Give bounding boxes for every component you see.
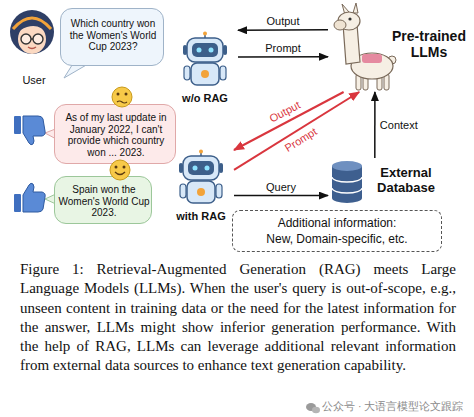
wechat-icon (306, 403, 320, 413)
edge-label: Output (266, 16, 299, 27)
flow-arrow (234, 92, 359, 170)
glasses-bridge (31, 38, 33, 39)
node-text: Additional information: (233, 217, 441, 231)
node-text: with RAG (168, 210, 234, 223)
flow-arrow (238, 56, 328, 58)
antenna-tip (203, 32, 207, 36)
robot-head (187, 38, 223, 62)
llama-ear (353, 3, 358, 13)
node-text: As of my last update in January 2022, I … (59, 112, 173, 158)
robot-eye (193, 166, 198, 171)
glasses-lens (21, 34, 31, 44)
answer-bubble: As of my last update in January 2022, I … (54, 104, 176, 164)
thumb-hand (23, 183, 45, 212)
flow-arrow (238, 29, 328, 31)
robot-screen (192, 43, 218, 57)
figure-caption: Figure 1: Retrieval-Augmented Generation… (20, 260, 456, 376)
llama-blanket (362, 54, 382, 63)
emoji-mouth (117, 101, 127, 103)
thumb-hand (23, 116, 45, 145)
emoji-eye (115, 166, 118, 169)
thumbs-up-icon (14, 183, 45, 212)
emoji-eye (125, 93, 128, 96)
edge-label: Output (268, 99, 302, 124)
robot-arm (220, 66, 226, 80)
robot-icon (183, 32, 227, 86)
robot-screen (188, 161, 214, 175)
node-text: Spain won the Women's World Cup 2023. (58, 184, 150, 219)
thumb-cuff (14, 116, 21, 134)
antenna-tip (199, 150, 203, 154)
edge-label: Context (380, 120, 418, 131)
thumb-cuff (14, 194, 21, 212)
node-text: New, Domain-specific, etc. (233, 233, 441, 247)
db-top (332, 161, 362, 171)
db-ring (332, 177, 362, 182)
db-ring (332, 188, 362, 193)
emoji-face (110, 160, 130, 180)
robot-arm (184, 66, 190, 80)
node-text: User (8, 74, 60, 87)
emoji-face (112, 87, 132, 107)
flow-arrow (374, 92, 376, 158)
confused-emoji (112, 87, 132, 107)
robot-body (187, 181, 215, 203)
emoji-eye (123, 166, 126, 169)
robot-body (191, 63, 219, 85)
llama-icon (334, 3, 396, 90)
robot-chest (197, 188, 205, 196)
llm-box: Pre-trained LLMs (328, 8, 470, 92)
glasses-lens (33, 34, 43, 44)
headband (13, 18, 51, 29)
database-icon (332, 161, 362, 203)
node-text: External Database (366, 166, 446, 196)
user-avatar (10, 10, 54, 54)
robot-eye (205, 166, 210, 171)
edge-label: Query (266, 181, 296, 192)
robot-arm (180, 184, 186, 198)
node-text: Which country won the Women's World Cup … (65, 18, 161, 53)
happy-emoji (110, 160, 130, 180)
llama-eye (348, 17, 351, 20)
robot-arm (216, 184, 222, 198)
mouth (28, 47, 36, 49)
emoji-mouth (115, 172, 125, 175)
node-text: Pre-trained LLMs (388, 28, 470, 60)
wechat-bubble (312, 407, 320, 414)
robot-icon (179, 150, 223, 204)
watermark: 公众号 · 大语言模型论文跟踪 (322, 401, 463, 412)
llm-agent: w/o RAG (172, 28, 238, 106)
flow-arrow (234, 195, 328, 197)
edge-label: Prompt (283, 126, 319, 154)
db-bottom (332, 193, 362, 203)
answer-bubble: Spain won the Women's World Cup 2023. (54, 176, 152, 224)
robot-eye (197, 48, 202, 53)
robot-eye (209, 48, 214, 53)
info-box: Additional information: New, Domain-speci… (232, 210, 442, 252)
llm-agent: with RAG (168, 138, 234, 224)
node-text: w/o RAG (172, 92, 238, 105)
llama-snout (334, 20, 346, 30)
emoji-eye (117, 93, 120, 96)
robot-chest (201, 70, 209, 78)
hair (10, 10, 54, 54)
thumbs-down-icon (14, 116, 45, 145)
user-icon: User (8, 6, 60, 88)
question-bubble: Which country won the Women's World Cup … (60, 8, 164, 66)
robot-head (183, 156, 219, 180)
edge-label: Prompt (265, 42, 300, 53)
database-box: External Database (328, 158, 448, 205)
